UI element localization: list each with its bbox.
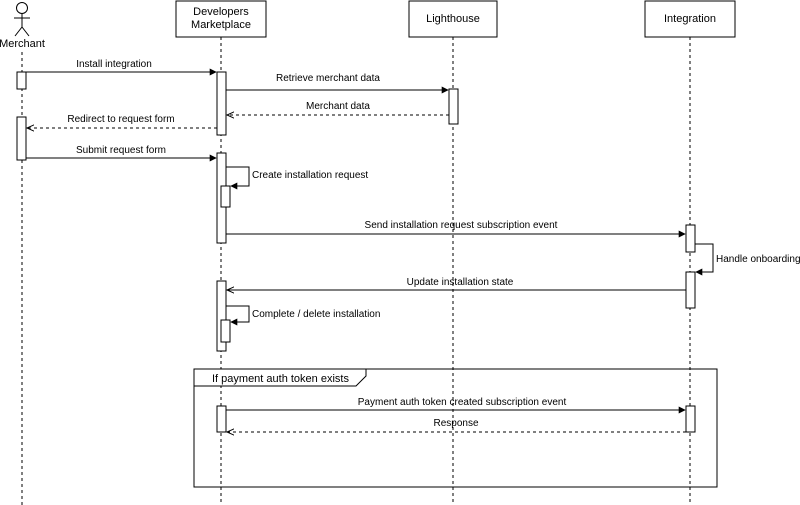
merchant-actor-icon [14, 2, 30, 37]
label-install-integration: Install integration [76, 59, 152, 70]
label-redirect-to-request-form: Redirect to request form [67, 114, 174, 125]
marketplace-label-line2: Marketplace [191, 19, 251, 31]
label-complete-delete-installation: Complete / delete installation [252, 309, 380, 320]
label-retrieve-merchant-data: Retrieve merchant data [276, 73, 380, 84]
arrow-complete-delete-installation [226, 305, 250, 326]
activation-merchant-1 [16, 71, 27, 90]
activation-integration-1 [685, 224, 696, 253]
label-create-installation-request: Create installation request [252, 170, 368, 181]
activation-integration-3 [685, 405, 696, 433]
activation-merchant-2 [16, 116, 27, 161]
activation-marketplace-4 [216, 405, 227, 433]
integration-label: Integration [664, 13, 716, 25]
label-send-installation-request-event: Send installation request subscription e… [365, 220, 558, 231]
activation-integration-2 [685, 271, 696, 309]
label-handle-onboarding: Handle onboarding [716, 254, 800, 265]
activation-marketplace-3 [216, 280, 227, 352]
label-update-installation-state: Update installation state [407, 277, 514, 288]
activation-marketplace-1 [216, 71, 227, 136]
integration-box [644, 0, 736, 38]
conditional-frame-tab [193, 368, 367, 387]
conditional-frame-label: If payment auth token exists [212, 373, 349, 385]
marketplace-label-line1: Developers [193, 6, 249, 18]
arrow-handle-onboarding [695, 243, 714, 276]
label-response: Response [433, 418, 478, 429]
lighthouse-box [408, 0, 498, 38]
activation-lighthouse-1 [448, 88, 459, 125]
conditional-frame [193, 368, 718, 488]
lighthouse-label: Lighthouse [426, 13, 480, 25]
merchant-label: Merchant [0, 38, 45, 50]
marketplace-box [175, 0, 267, 38]
label-merchant-data: Merchant data [306, 101, 370, 112]
activation-marketplace-2-nested [220, 185, 231, 208]
label-payment-auth-token-event: Payment auth token created subscription … [358, 397, 567, 408]
activation-marketplace-3-nested [220, 319, 231, 343]
label-submit-request-form: Submit request form [76, 145, 166, 156]
arrow-create-installation-request [226, 166, 250, 190]
